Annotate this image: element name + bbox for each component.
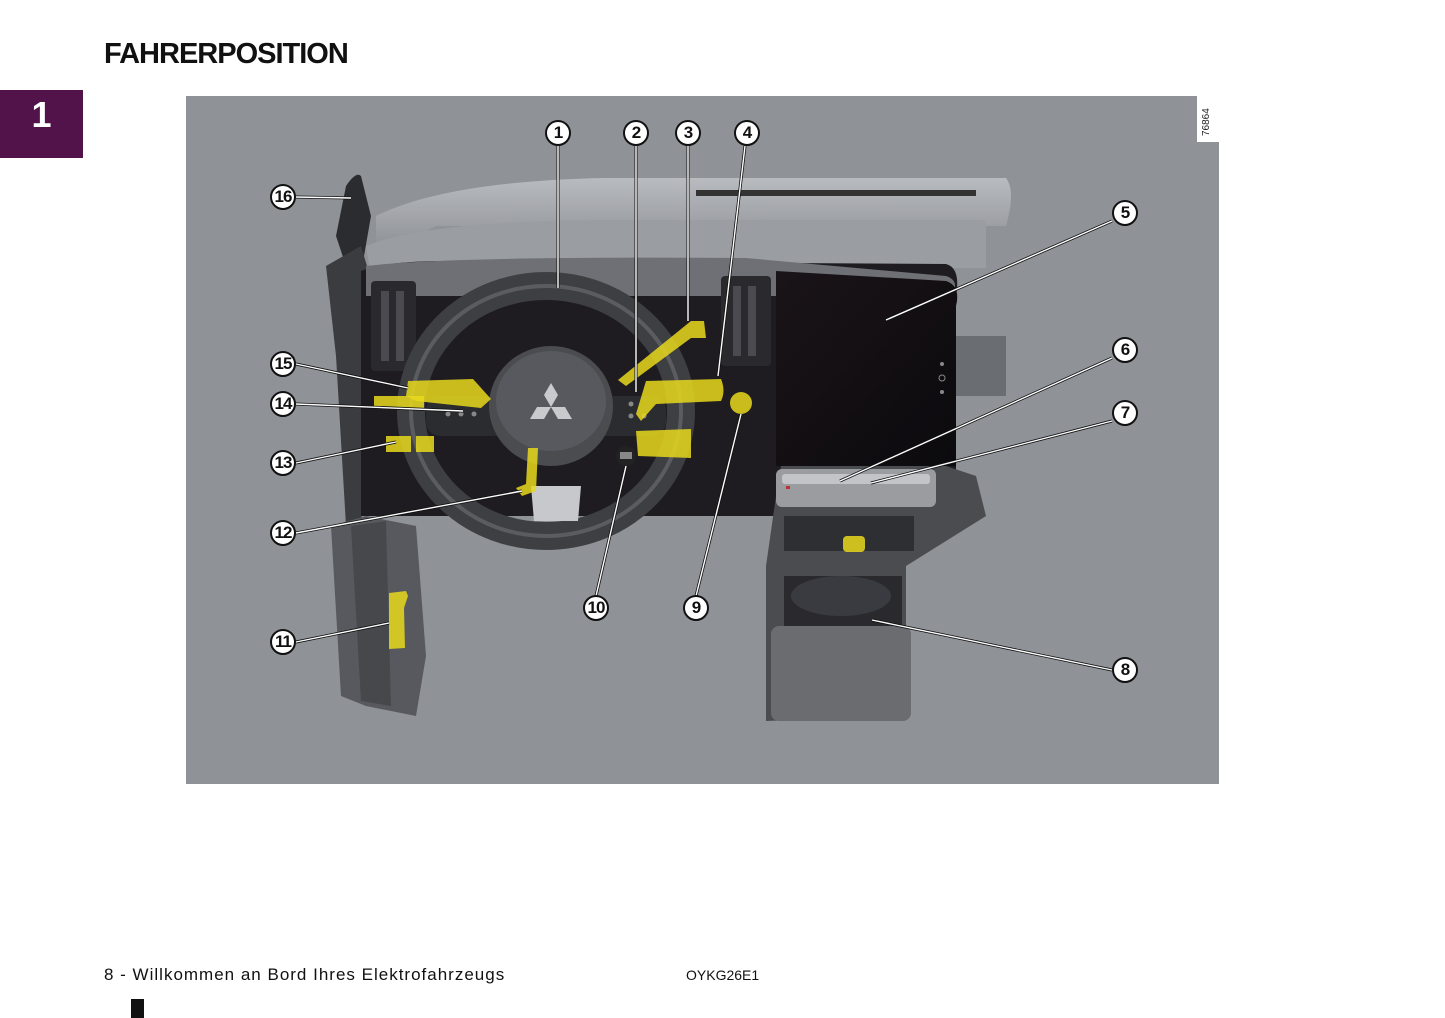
callout-14: 14 bbox=[270, 391, 296, 417]
figure-reference-number: 76864 bbox=[1201, 108, 1212, 136]
dashboard-illustration bbox=[186, 96, 1219, 784]
page-marker bbox=[131, 999, 144, 1018]
callout-12: 12 bbox=[270, 520, 296, 546]
callout-10: 10 bbox=[583, 595, 609, 621]
callout-8: 8 bbox=[1112, 657, 1138, 683]
callout-9: 9 bbox=[683, 595, 709, 621]
callout-11: 11 bbox=[270, 629, 296, 655]
callout-4: 4 bbox=[734, 120, 760, 146]
callout-13: 13 bbox=[270, 450, 296, 476]
chapter-number: 1 bbox=[31, 94, 52, 135]
callout-7: 7 bbox=[1112, 400, 1138, 426]
callout-5: 5 bbox=[1112, 200, 1138, 226]
callout-15: 15 bbox=[270, 351, 296, 377]
figure-reference: 76864 bbox=[1197, 96, 1219, 142]
footer-page-text: 8 - Willkommen an Bord Ihres Elektrofahr… bbox=[104, 965, 506, 984]
page-title: FAHRERPOSITION bbox=[104, 38, 349, 70]
callout-6: 6 bbox=[1112, 337, 1138, 363]
chapter-tab: 1 bbox=[0, 90, 83, 158]
callout-1: 1 bbox=[545, 120, 571, 146]
callout-2: 2 bbox=[623, 120, 649, 146]
callout-16: 16 bbox=[270, 184, 296, 210]
callout-3: 3 bbox=[675, 120, 701, 146]
dashboard-drawing bbox=[295, 145, 1113, 721]
footer-document-code: OYKG26E1 bbox=[686, 967, 760, 983]
